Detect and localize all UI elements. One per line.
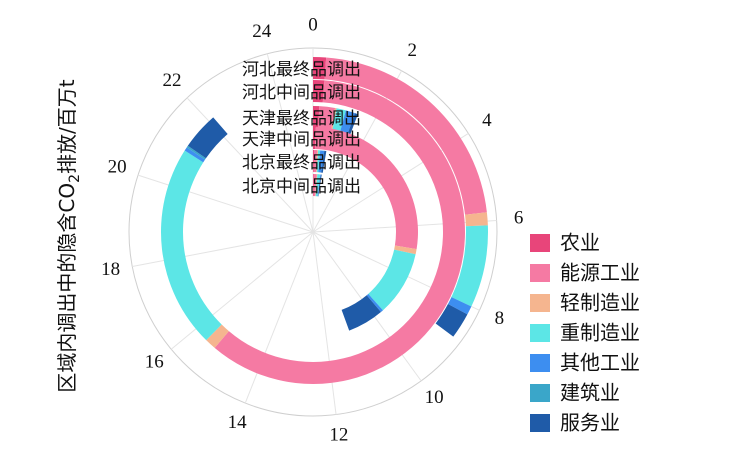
bar-segment bbox=[313, 174, 314, 197]
bar-segment bbox=[313, 57, 327, 80]
grid-layer bbox=[128, 47, 498, 417]
bar-segment bbox=[316, 150, 319, 173]
bar-segment bbox=[214, 80, 466, 384]
bar-segment bbox=[465, 212, 488, 227]
bar-segment bbox=[368, 249, 416, 311]
legend-swatch bbox=[530, 384, 550, 402]
bar-segment bbox=[318, 150, 325, 173]
legend-label: 其他工业 bbox=[560, 351, 640, 375]
bar-segment bbox=[366, 293, 383, 313]
legend-swatch bbox=[530, 414, 550, 432]
legend-label: 轻制造业 bbox=[560, 291, 640, 315]
bar-segment bbox=[313, 127, 316, 150]
bar-segment bbox=[313, 150, 318, 173]
tick-label: 2 bbox=[407, 40, 417, 61]
row-label: 天津最终品调出 bbox=[242, 109, 361, 129]
bar-segment bbox=[340, 110, 355, 134]
tick-label: 14 bbox=[228, 412, 248, 433]
bar-segment bbox=[187, 117, 228, 159]
legend-swatch bbox=[530, 324, 550, 342]
tick-label: 24 bbox=[252, 21, 272, 42]
grid-spoke bbox=[170, 231, 314, 350]
legend-swatch bbox=[530, 234, 550, 252]
bar-segment bbox=[317, 174, 321, 197]
tick-label: 6 bbox=[514, 207, 524, 228]
bar-segment bbox=[313, 174, 317, 197]
legend-swatch bbox=[530, 294, 550, 312]
bars-layer bbox=[161, 57, 489, 384]
bar-segment bbox=[317, 174, 322, 197]
tick-label: 0 bbox=[308, 14, 318, 35]
tick-label: 22 bbox=[162, 70, 181, 91]
bar-segment bbox=[394, 245, 417, 255]
tick-label: 16 bbox=[145, 352, 164, 373]
bar-segment bbox=[315, 174, 318, 197]
bar-segment bbox=[435, 304, 468, 337]
tick-label: 4 bbox=[482, 110, 492, 131]
grid-spoke bbox=[266, 53, 314, 233]
bar-segment bbox=[341, 295, 381, 331]
bar-segment bbox=[313, 150, 315, 173]
bar-segment bbox=[184, 147, 206, 163]
bar-segment bbox=[313, 106, 320, 129]
bar-segment bbox=[206, 324, 229, 348]
bar-segment bbox=[316, 150, 321, 173]
row-label: 河北中间品调出 bbox=[242, 83, 361, 103]
grid-spoke bbox=[312, 231, 337, 415]
row-labels: 河北最终品调出河北中间品调出天津最终品调出天津中间品调出北京最终品调出北京中间品… bbox=[242, 60, 361, 197]
row-label: 北京中间品调出 bbox=[242, 177, 361, 197]
legend-label: 重制造业 bbox=[560, 321, 640, 345]
tick-label: 12 bbox=[329, 425, 348, 446]
y-axis-label: 区域内调出中的隐含CO2排放/百万t bbox=[55, 79, 83, 392]
bar-segment bbox=[347, 113, 358, 135]
tick-label: 8 bbox=[495, 308, 505, 329]
legend-swatch bbox=[530, 264, 550, 282]
bar-segment bbox=[332, 108, 346, 132]
bar-segment bbox=[313, 80, 325, 103]
bar-segment bbox=[331, 107, 337, 130]
bar-segment bbox=[447, 297, 472, 315]
grid-spoke bbox=[244, 231, 314, 404]
bar-segment bbox=[186, 145, 206, 160]
legend-label: 能源工业 bbox=[560, 261, 640, 285]
tick-label: 20 bbox=[108, 157, 127, 178]
bar-segment bbox=[161, 150, 222, 341]
bar-segment bbox=[321, 150, 327, 173]
bar-segment bbox=[451, 225, 489, 307]
legend-label: 建筑业 bbox=[560, 381, 620, 405]
bar-segment bbox=[324, 57, 487, 215]
grid-spoke bbox=[186, 97, 314, 233]
grid-spoke bbox=[132, 231, 314, 267]
legend-swatch bbox=[530, 354, 550, 372]
row-label: 北京最终品调出 bbox=[242, 153, 361, 173]
grid-spoke bbox=[137, 174, 314, 233]
row-label: 天津中间品调出 bbox=[242, 130, 361, 150]
legend-label: 服务业 bbox=[560, 411, 620, 435]
row-label: 河北最终品调出 bbox=[242, 60, 361, 80]
tick-label: 10 bbox=[425, 387, 444, 408]
legend-label: 农业 bbox=[560, 231, 600, 255]
bar-segment bbox=[315, 174, 321, 197]
bar-segment bbox=[315, 127, 419, 250]
bar-segment bbox=[318, 106, 336, 130]
tick-label: 18 bbox=[101, 259, 120, 280]
